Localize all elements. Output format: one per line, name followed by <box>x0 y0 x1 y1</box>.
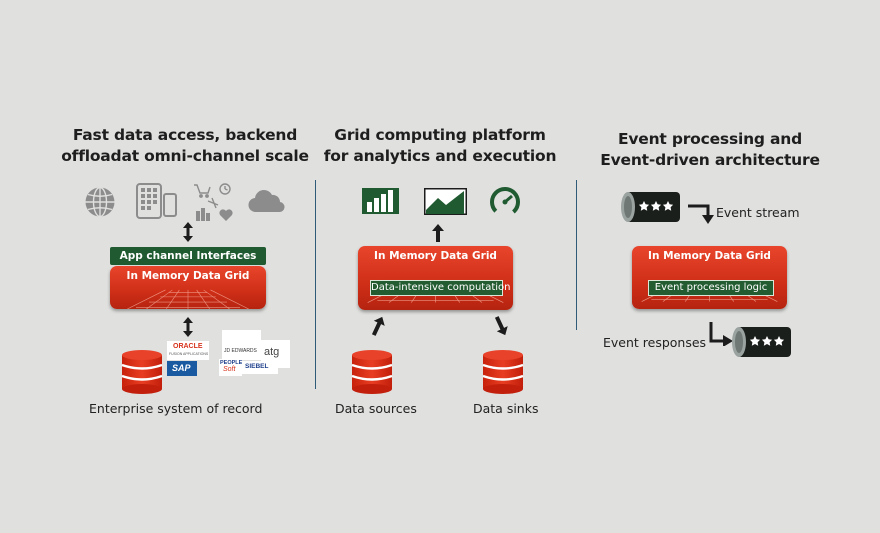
oracle-logo-text: ORACLE <box>173 343 203 350</box>
arrow-out-to-sinks-icon <box>494 316 508 336</box>
event-capsule-icon-input <box>620 190 682 224</box>
enterprise-system-label: Enterprise system of record <box>89 401 263 416</box>
tablet-phone-icon <box>136 183 177 219</box>
peoplesoft-logo: PEOPLE Soft <box>219 359 242 376</box>
divider-left <box>315 180 316 389</box>
elbow-arrow-responses-icon <box>709 322 733 346</box>
column-1-title-line1: Fast data access, backend <box>72 126 298 144</box>
in-memory-data-grid-box-3: In Memory Data Grid <box>632 246 787 309</box>
column-1-title: Fast data access, backend offloadat omni… <box>40 125 330 167</box>
cloud-icon <box>248 190 285 213</box>
divider-right <box>576 180 577 330</box>
elbow-arrow-stream-icon <box>688 204 714 224</box>
in-memory-data-grid-box-1: In Memory Data Grid <box>110 266 266 309</box>
column-3-title-line1: Event processing and <box>617 130 802 148</box>
atg-logo: atg <box>261 340 290 368</box>
column-3-title: Event processing and Event-driven archit… <box>575 129 845 171</box>
data-intensive-computation-bar: Data-intensive computation <box>370 280 511 296</box>
gauge-icon <box>490 187 520 215</box>
grid-title-1: In Memory Data Grid <box>126 270 250 282</box>
siebel-logo: SIEBEL <box>242 361 278 374</box>
event-capsule-icon-output <box>731 325 793 359</box>
grid-title-2: In Memory Data Grid <box>374 250 497 262</box>
globe-icon <box>85 186 115 218</box>
data-sinks-label: Data sinks <box>473 401 539 416</box>
jd-edwards-logo-text: JD EDWARDS <box>224 348 257 354</box>
grid-title-3: In Memory Data Grid <box>648 250 771 262</box>
double-arrow-icon-bottom <box>183 317 193 337</box>
arrow-up-output-icon <box>432 224 444 242</box>
in-memory-data-grid-box-2: In Memory Data Grid <box>358 246 513 310</box>
sap-logo: SAP <box>167 361 197 376</box>
line-chart-icon <box>424 188 467 215</box>
event-stream-label: Event stream <box>716 205 800 220</box>
oracle-logo-subtext: FUSION APPLICATIONS <box>169 352 209 356</box>
column-1-title-line2: offloadat omni-channel scale <box>61 147 309 165</box>
column-2-title-line2: for analytics and execution <box>323 147 557 165</box>
siebel-logo-text: SIEBEL <box>245 363 269 370</box>
column-3-title-line2: Event-driven architecture <box>600 151 820 169</box>
peoplesoft-logo-text: PEOPLE <box>220 360 243 366</box>
event-responses-label: Event responses <box>603 335 707 350</box>
atg-logo-text: atg <box>264 346 280 358</box>
column-2-title: Grid computing platform for analytics an… <box>300 125 580 167</box>
column-2-title-line1: Grid computing platform <box>334 126 546 144</box>
event-processing-logic-bar: Event processing logic <box>648 280 774 296</box>
peoplesoft-logo-subtext: Soft <box>223 366 236 373</box>
commerce-icons-cluster <box>194 183 233 221</box>
database-icon-sinks <box>482 349 524 395</box>
sap-logo-text: SAP <box>172 363 191 373</box>
grid-floor-1 <box>110 283 266 309</box>
jd-edwards-logo: JD EDWARDS <box>222 330 261 360</box>
oracle-logo: ORACLE FUSION APPLICATIONS <box>167 341 209 360</box>
database-icon-enterprise <box>121 349 163 395</box>
arrow-in-from-sources-icon <box>371 316 385 336</box>
database-icon-sources <box>351 349 393 395</box>
bar-chart-icon <box>362 188 399 214</box>
app-channel-interfaces-bar: App channel Interfaces <box>110 247 266 265</box>
double-arrow-icon-top <box>183 222 193 242</box>
data-sources-label: Data sources <box>335 401 417 416</box>
